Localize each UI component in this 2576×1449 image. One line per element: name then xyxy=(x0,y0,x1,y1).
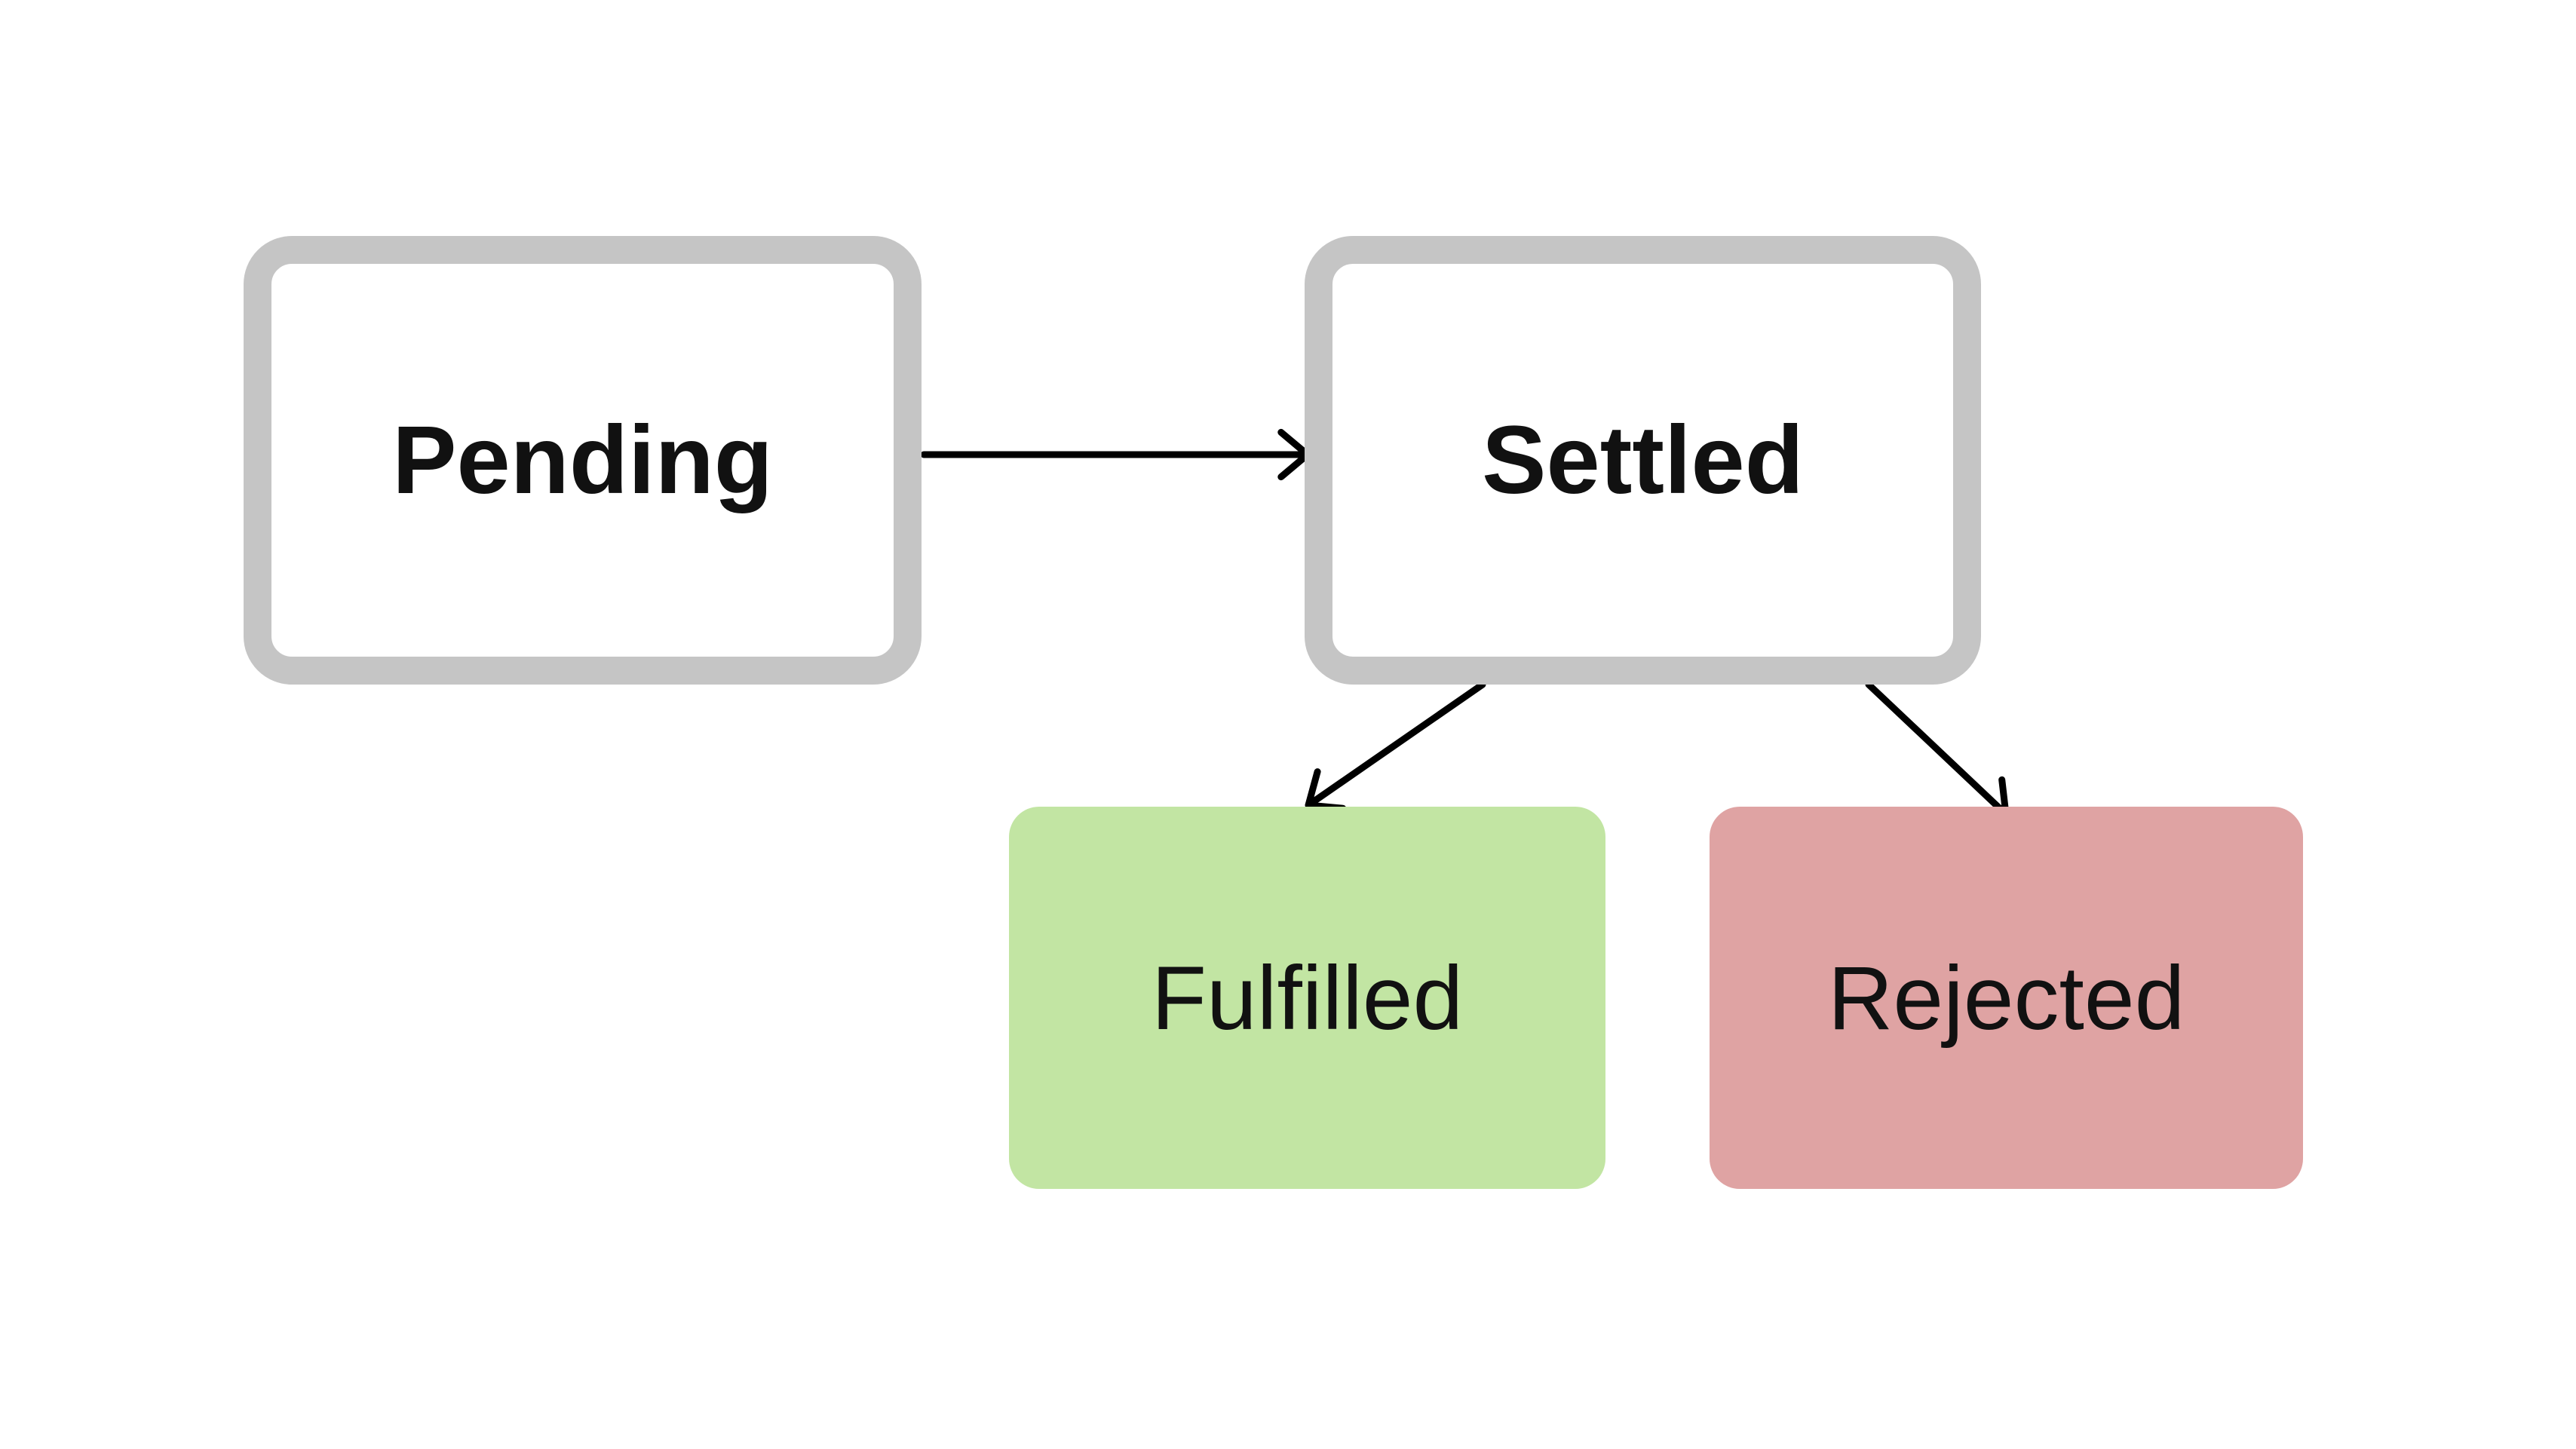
node-settled: Settled xyxy=(1305,236,1981,685)
node-rejected: Rejected xyxy=(1710,807,2303,1189)
node-rejected-label: Rejected xyxy=(1827,947,2185,1049)
node-pending-label: Pending xyxy=(392,406,773,514)
node-pending: Pending xyxy=(244,236,922,685)
edge-settled-to-fulfilled-arrow xyxy=(1305,681,1486,812)
node-fulfilled-label: Fulfilled xyxy=(1151,947,1464,1049)
edge-pending-to-settled-arrow xyxy=(920,428,1311,481)
edge-settled-to-rejected-arrow xyxy=(1865,681,2010,818)
node-settled-label: Settled xyxy=(1482,406,1804,514)
node-fulfilled: Fulfilled xyxy=(1009,807,1605,1189)
